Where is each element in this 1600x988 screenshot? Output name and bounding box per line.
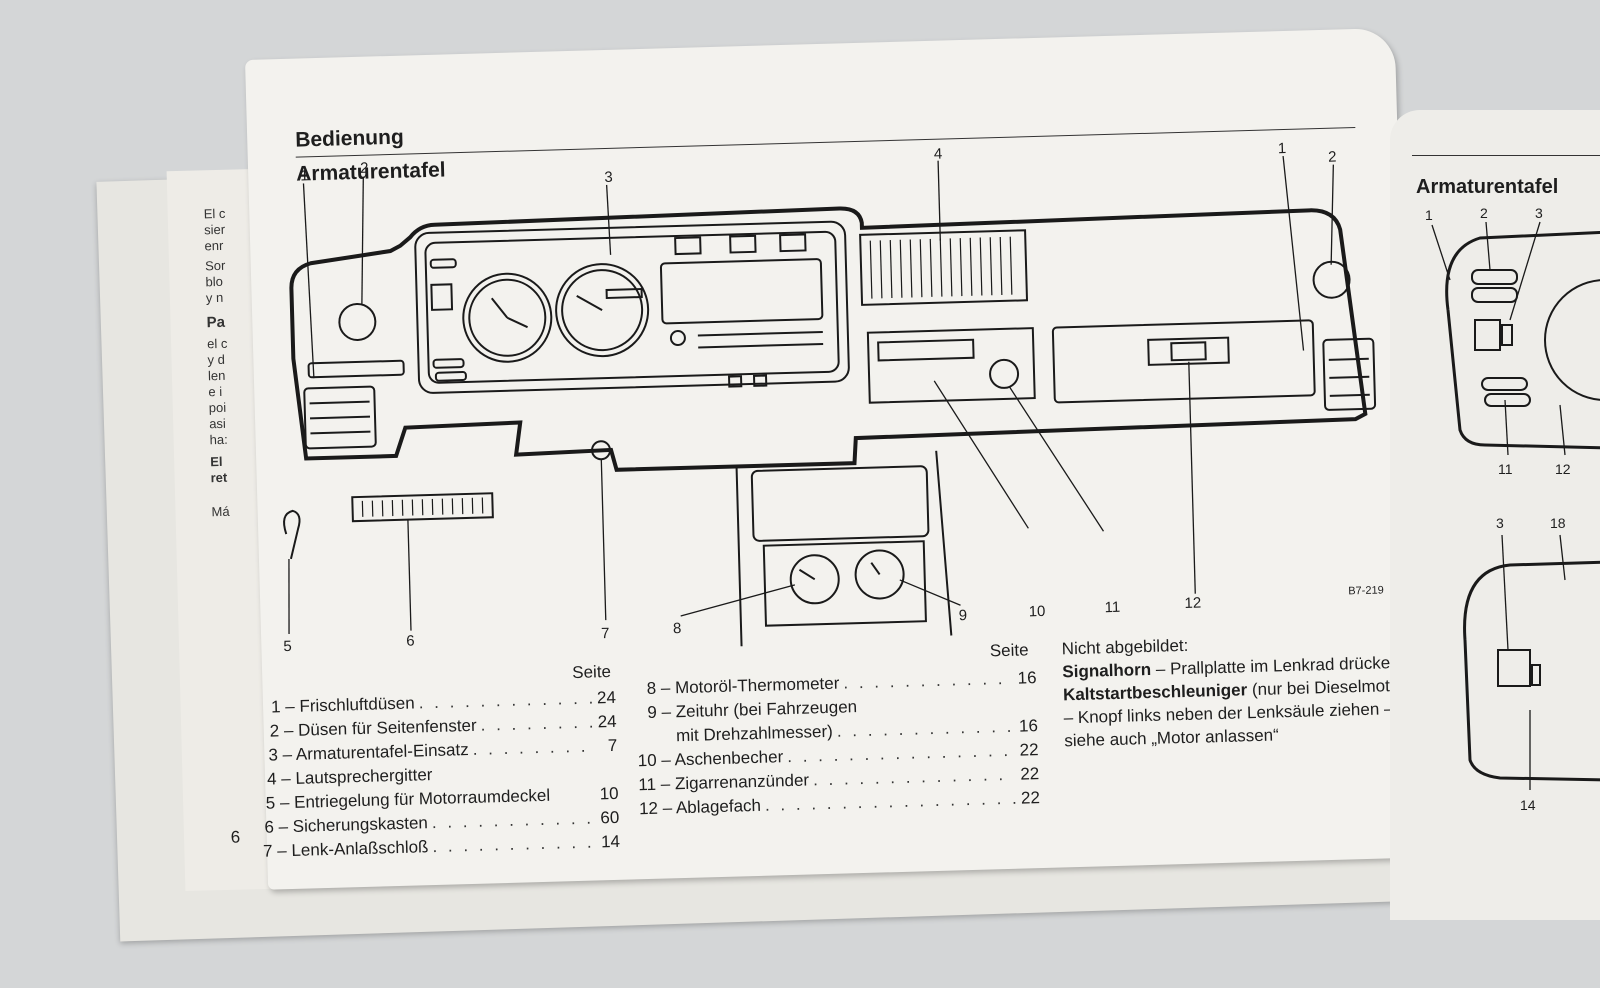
right-callout: 12 (1555, 461, 1571, 477)
diagram-code: B7-219 (1348, 584, 1384, 597)
callout-11: 11 (1104, 599, 1120, 616)
page-number: 6 (230, 827, 241, 847)
not-shown-note: Nicht abgebildet: Signalhorn – Prallplat… (1061, 627, 1424, 752)
dashboard-diagram: 1 2 3 4 1 2 5 6 7 8 9 10 11 12 B7-219 (283, 140, 1384, 655)
left-fragment: blo (205, 273, 224, 290)
right-page-fragment: Armaturentafel 1 (1390, 110, 1600, 920)
right-callout: 2 (1480, 205, 1488, 221)
callout-1: 1 (300, 167, 309, 184)
right-callout: 14 (1520, 797, 1536, 813)
right-callout: 3 (1535, 205, 1543, 221)
callout-12: 12 (1184, 595, 1201, 612)
left-fragment: len (207, 367, 226, 384)
left-fragment: el c (206, 335, 228, 352)
right-callout: 1 (1425, 207, 1433, 223)
right-page-title: Armaturentafel (1416, 176, 1559, 198)
left-fragment: ret (210, 469, 228, 486)
callout-10: 10 (1028, 603, 1045, 620)
left-fragment: El (210, 453, 223, 470)
left-fragment: e i (208, 383, 223, 400)
left-fragment: y n (205, 289, 224, 306)
seite-label: Seite (571, 662, 612, 683)
left-fragment: ha: (209, 431, 228, 448)
left-fragment: poi (208, 399, 227, 416)
left-fragment: y d (207, 351, 226, 368)
right-callout: 3 (1496, 515, 1504, 531)
callout-5: 5 (283, 638, 292, 655)
right-callout: 11 (1498, 461, 1513, 477)
right-diagram: 1 2 3 11 12 3 18 14 (1425, 205, 1600, 813)
seite-label: Seite (989, 640, 1029, 661)
right-callout: 18 (1550, 515, 1566, 531)
callout-3: 3 (604, 169, 613, 186)
left-fragment: enr (204, 237, 224, 254)
list-item: 7 – Lenk-Anlaßschloß14 (263, 832, 620, 862)
note-coldstart: Kaltstartbeschleuniger (nur bei Dieselmo… (1062, 675, 1411, 751)
manual-page: Bedienung Armaturentafel (230, 27, 1418, 890)
callout-4: 4 (934, 146, 943, 163)
callout-6: 6 (406, 632, 415, 649)
left-fragment: Pa (206, 313, 226, 332)
left-fragment: Má (211, 503, 230, 520)
callout-7: 7 (601, 625, 610, 642)
left-fragment: sier (203, 221, 226, 238)
callout-2: 2 (360, 160, 369, 177)
callout-1-right: 1 (1278, 140, 1287, 157)
callout-9: 9 (959, 607, 968, 624)
left-fragment: El c (203, 205, 226, 222)
left-fragment: asi (209, 415, 227, 432)
callout-8: 8 (673, 620, 682, 637)
left-fragment: Sor (204, 257, 226, 274)
right-header-rule (1412, 155, 1600, 156)
callout-2-right: 2 (1328, 149, 1337, 166)
